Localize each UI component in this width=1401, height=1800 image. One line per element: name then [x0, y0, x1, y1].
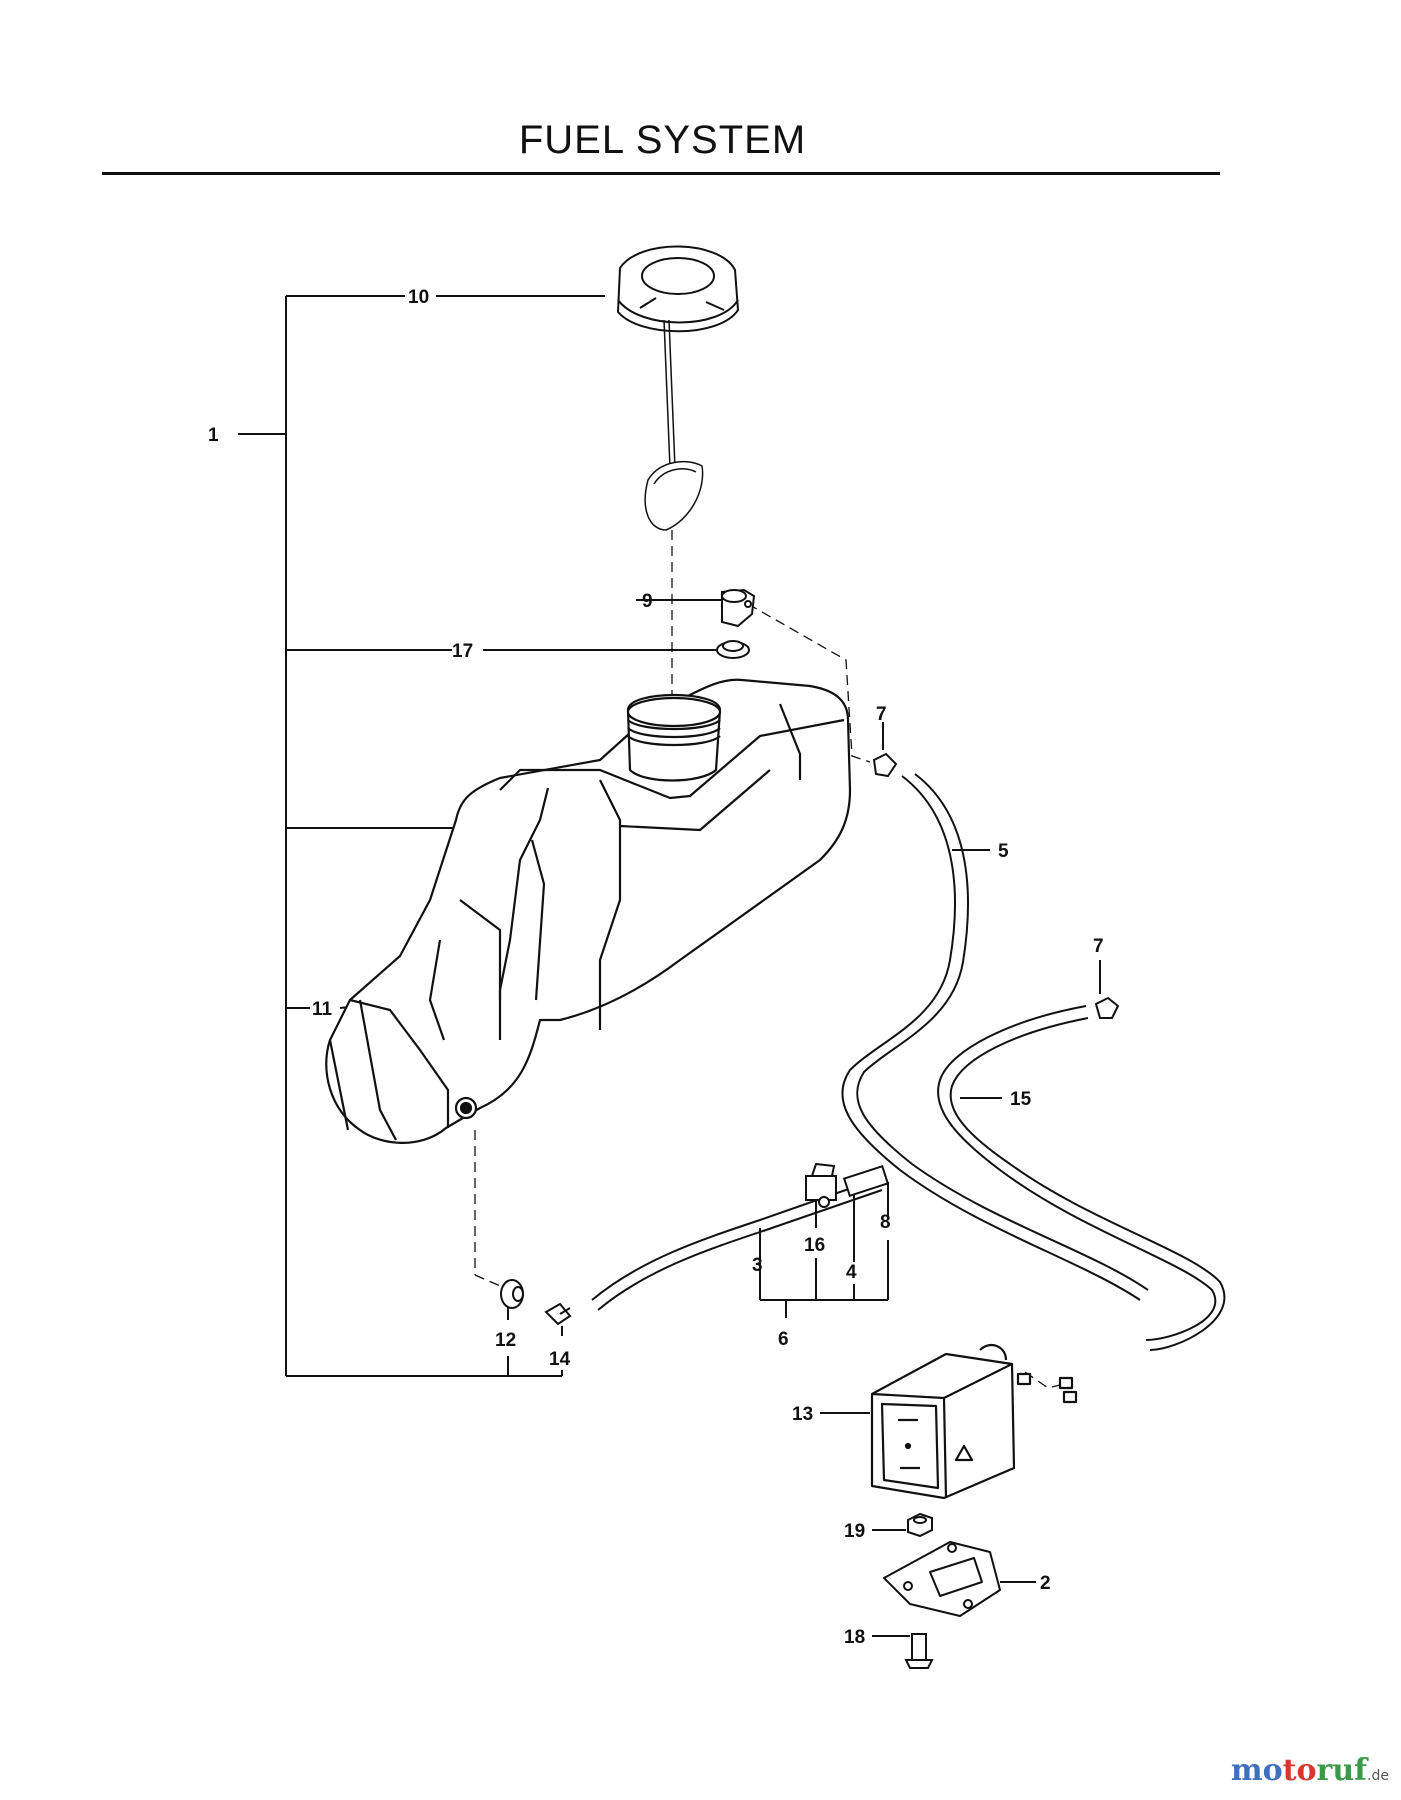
fuel-hose-part	[841, 773, 1149, 1301]
tether-gasket-part	[644, 460, 704, 531]
hex-nut-part	[907, 1512, 933, 1538]
callout-12: 12	[495, 1330, 516, 1351]
tank-bushing-part	[500, 1279, 524, 1309]
callout-6: 6	[778, 1329, 789, 1350]
canister-bracket-part	[883, 1541, 1001, 1617]
callout-3: 3	[752, 1255, 763, 1276]
callout-4: 4	[846, 1262, 857, 1283]
callout-2: 2	[1040, 1573, 1051, 1594]
grommet-part	[721, 588, 756, 628]
fuel-line-part	[591, 1177, 883, 1311]
callout-7a: 7	[876, 704, 887, 725]
fuel-tank-part	[325, 678, 852, 1144]
elbow-fitting-part	[544, 1302, 572, 1326]
shoulder-bolt-part	[904, 1633, 934, 1669]
washer-part	[716, 640, 750, 659]
hose-clamp-part	[872, 752, 898, 778]
callout-11: 11	[312, 999, 333, 1020]
callout-19: 19	[844, 1521, 865, 1542]
charcoal-canister-part	[870, 1343, 1078, 1500]
watermark-logo: motoruf.de	[1231, 1753, 1389, 1788]
page-title: FUEL SYSTEM	[518, 118, 807, 162]
callout-16: 16	[804, 1235, 825, 1256]
callout-13: 13	[792, 1404, 813, 1425]
inline-filter-part	[842, 1165, 890, 1197]
callout-17: 17	[452, 641, 473, 662]
watermark-part-3: ruf	[1316, 1753, 1368, 1788]
callout-9: 9	[642, 591, 653, 612]
callout-1: 1	[208, 425, 219, 446]
watermark-tld: .de	[1367, 1768, 1389, 1784]
watermark-part-2: to	[1282, 1753, 1317, 1788]
shutoff-valve-part	[805, 1162, 837, 1208]
callout-10: 10	[408, 287, 429, 308]
callout-15: 15	[1010, 1089, 1032, 1110]
watermark-part-1: mo	[1230, 1753, 1283, 1788]
callout-14: 14	[549, 1349, 571, 1370]
title-rule	[102, 172, 1220, 175]
vent-hose-part	[937, 1005, 1226, 1351]
fuel-cap-part	[616, 245, 740, 333]
callout-5: 5	[998, 841, 1009, 862]
callout-8: 8	[880, 1212, 891, 1233]
callout-18: 18	[844, 1627, 865, 1648]
callout-7b: 7	[1093, 936, 1104, 957]
